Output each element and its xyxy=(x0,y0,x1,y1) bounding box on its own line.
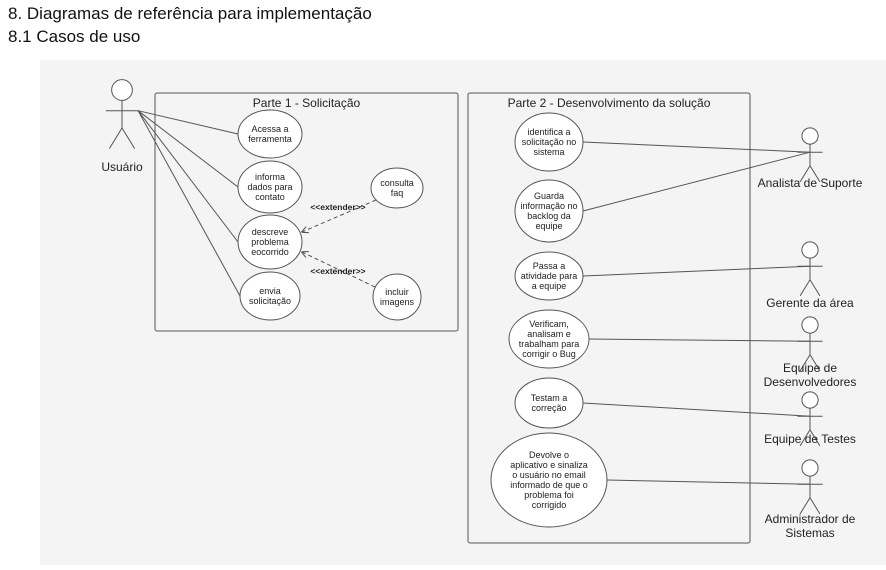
actor-leg xyxy=(809,429,821,447)
extend-label: <<extender>> xyxy=(310,266,365,276)
actor-leg xyxy=(799,279,811,297)
use-case-informa xyxy=(237,160,303,214)
actor-head xyxy=(801,127,819,145)
use-case-envia xyxy=(239,271,301,321)
actor-leg xyxy=(809,165,821,183)
actor-analista xyxy=(797,127,823,183)
actor-head xyxy=(801,391,819,409)
association-line xyxy=(137,110,239,243)
association-line xyxy=(137,110,239,135)
actor-leg xyxy=(799,429,811,447)
actor-leg xyxy=(108,127,123,149)
actor-leg xyxy=(799,165,811,183)
system-boundary xyxy=(467,92,751,544)
association-line xyxy=(582,265,811,277)
use-case-diagram: Parte 1 - Solicitação Parte 2 - Desenvolv… xyxy=(40,60,886,565)
use-case-descreve xyxy=(237,214,303,270)
actor-admin xyxy=(797,459,823,515)
use-case-identifica xyxy=(514,112,584,172)
use-case-devolve xyxy=(490,432,608,528)
actor-gerente xyxy=(797,241,823,297)
actor-leg xyxy=(799,497,811,515)
association-line xyxy=(606,479,811,485)
actor-leg xyxy=(809,497,821,515)
use-case-guarda xyxy=(514,179,584,243)
actor-head xyxy=(801,459,819,477)
use-case-acessa xyxy=(237,109,303,159)
use-case-testam xyxy=(514,377,584,429)
actor-head xyxy=(801,241,819,259)
diagram-canvas xyxy=(40,60,886,565)
use-case-verificam xyxy=(508,309,590,369)
actor-head xyxy=(111,79,133,101)
actor-label: Usuário xyxy=(101,160,143,174)
actor-leg xyxy=(809,354,821,372)
actor-testes xyxy=(797,391,823,447)
system-boundary-title: Parte 1 - Solicitação xyxy=(253,96,361,110)
actor-leg xyxy=(799,354,811,372)
section-heading: 8. Diagramas de referência para implemen… xyxy=(8,4,372,23)
actor-head xyxy=(801,316,819,334)
actor-label: Analista de Suporte xyxy=(758,176,863,190)
actor-leg xyxy=(121,127,136,149)
system-boundary xyxy=(154,92,459,332)
association-line xyxy=(137,110,239,188)
association-line xyxy=(582,151,811,212)
extend-label: <<extender>> xyxy=(310,202,365,212)
actor-usuario xyxy=(105,79,139,149)
use-case-passa xyxy=(514,251,584,301)
association-line xyxy=(137,110,241,297)
subsection-heading: 8.1 Casos de uso xyxy=(8,27,141,46)
actor-leg xyxy=(809,279,821,297)
actor-label: Gerente da área xyxy=(766,296,854,310)
actor-devs xyxy=(797,316,823,372)
system-boundary-title: Parte 2 - Desenvolvimento da solução xyxy=(508,96,711,110)
association-line xyxy=(588,338,811,342)
association-line xyxy=(582,141,811,153)
actor-label: Equipe de Testes xyxy=(764,432,856,446)
association-line xyxy=(582,402,811,417)
use-case-incluir xyxy=(372,273,422,321)
use-case-consulta xyxy=(370,167,424,209)
